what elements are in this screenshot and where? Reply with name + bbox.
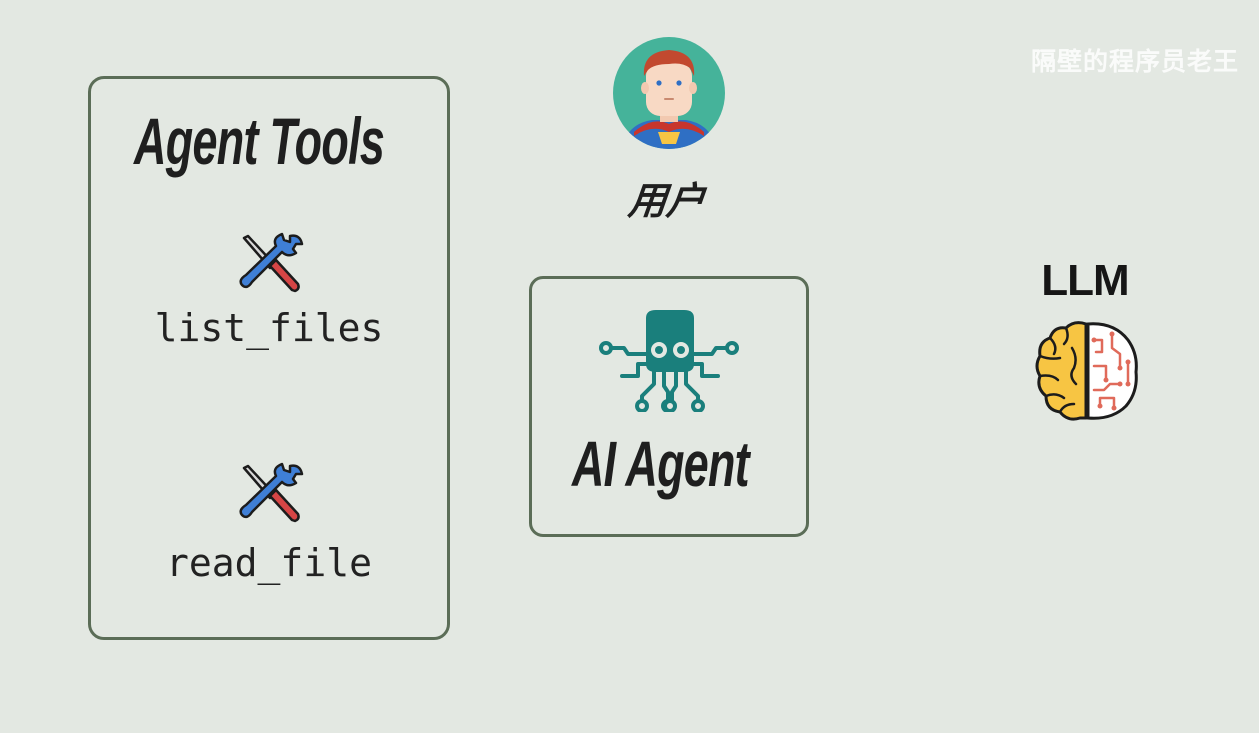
- llm-label: LLM: [1030, 256, 1140, 306]
- wrench-screwdriver-icon: [238, 462, 304, 524]
- agent-tools-title: Agent Tools: [134, 108, 501, 174]
- wrench-screwdriver-icon: [238, 232, 304, 294]
- tool-label-list-files: list_files: [88, 306, 450, 350]
- tool-label-read-file: read_file: [88, 541, 450, 585]
- user-label: 用户: [619, 170, 715, 225]
- user-avatar-icon: [612, 36, 726, 150]
- octopus-circuit-icon: [598, 308, 742, 412]
- watermark-text: 隔壁的程序员老王: [1031, 42, 1239, 78]
- brain-circuit-icon: [1034, 318, 1140, 424]
- ai-agent-label: AI Agent: [572, 432, 838, 496]
